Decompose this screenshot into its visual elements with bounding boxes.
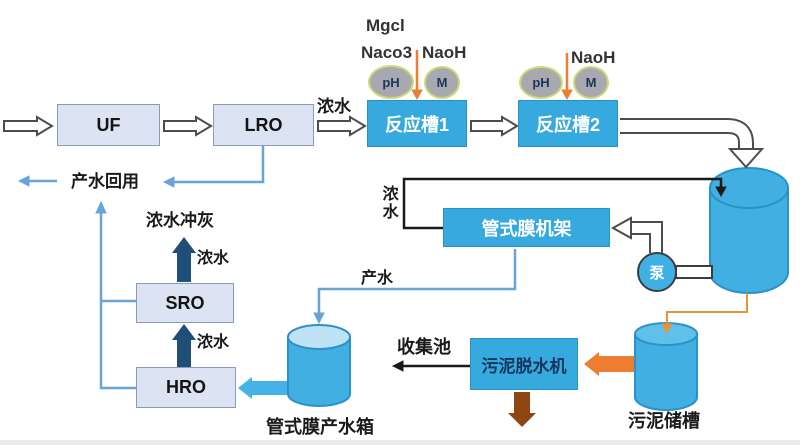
- sludge-dewaterer-box: 污泥脱水机: [470, 338, 578, 390]
- dosing-meter-1: M: [424, 66, 460, 99]
- sro-box: SRO: [136, 283, 234, 323]
- naoh2-label: NaoH: [571, 48, 616, 67]
- ph-meter-1-label: pH: [382, 74, 400, 90]
- ph-meter-1: pH: [368, 65, 414, 99]
- product-reuse-out-arrow: [17, 175, 57, 187]
- hro-to-sro-arrow: [172, 324, 196, 367]
- product-water-label: 产水: [361, 270, 394, 287]
- ph-meter-2-label: pH: [532, 75, 550, 90]
- tank-to-hro-arrow: [238, 377, 287, 399]
- membrane-rack-box: 管式膜机架: [443, 208, 610, 247]
- uf-to-lro-arrow: [163, 115, 213, 137]
- lro-box: LRO: [213, 104, 314, 146]
- lro-to-tank1-arrow: [317, 115, 367, 137]
- product-tank-caption: 管式膜产水箱: [266, 417, 374, 437]
- ph-meter-2: pH: [519, 66, 563, 99]
- dosing-meter-2-label: M: [585, 75, 597, 90]
- membrane-rack-label: 管式膜机架: [481, 218, 572, 239]
- sludge-dewaterer-label: 污泥脱水机: [481, 356, 567, 376]
- tank1-to-tank2-arrow: [470, 115, 519, 137]
- hro-box: HRO: [136, 367, 236, 408]
- lro-label: LRO: [244, 114, 283, 135]
- collection-pool-label: 收集池: [397, 337, 451, 357]
- uf-box: UF: [57, 104, 160, 146]
- dewaterer-discharge-arrow: [508, 392, 536, 427]
- sludge-to-dewaterer-arrow: [584, 352, 634, 376]
- concentrate-in-label: 浓水: [317, 97, 351, 116]
- mgcl-label: Mgcl: [366, 16, 405, 35]
- pump-to-rack-arrow: [610, 216, 663, 253]
- sro-to-ash-arrow: [172, 237, 196, 282]
- sro-label: SRO: [165, 292, 205, 313]
- rack-product-water-line: [313, 249, 517, 325]
- concentrate-sro-label: 浓水: [197, 250, 230, 267]
- reaction-tank2-label: 反应槽2: [535, 114, 600, 135]
- bottom-edge-band: [0, 440, 800, 445]
- sludge-storage-tank: [634, 322, 698, 411]
- pump-label: 泵: [649, 264, 665, 282]
- large-storage-tank: [709, 167, 789, 294]
- tank2-to-storage-arrow: [620, 118, 765, 169]
- reaction-tank1-label: 反应槽1: [384, 114, 449, 135]
- dosing-arrow-tank2: [561, 53, 573, 101]
- ash-flush-label: 浓水冲灰: [146, 211, 214, 230]
- dosing-arrow-tank1: [411, 50, 423, 101]
- sro-hro-product-line: [95, 200, 136, 390]
- reaction-tank2-box: 反应槽2: [518, 100, 618, 147]
- naco3-label: Naco3: [361, 43, 413, 62]
- pump-circle: [637, 252, 677, 292]
- hro-label: HRO: [166, 377, 206, 397]
- feed-in-arrow: [3, 115, 54, 137]
- tank-to-sludge-line: [661, 293, 748, 335]
- lro-product-reuse-line: [162, 146, 265, 188]
- rack-concentrate-return-line: [402, 177, 727, 230]
- product-reuse-label: 产水回用: [71, 172, 139, 191]
- naoh1-label: NaoH: [422, 43, 467, 62]
- product-water-tank: [287, 324, 351, 407]
- tank-to-pump-connector: [675, 265, 713, 279]
- dosing-meter-1-label: M: [436, 75, 448, 90]
- concentrate-hro-label: 浓水: [197, 334, 230, 351]
- concentrate-recycle-label: 浓水: [379, 185, 397, 221]
- collection-pool-arrow: [391, 360, 470, 372]
- dosing-meter-2: M: [573, 66, 609, 99]
- reaction-tank1-box: 反应槽1: [367, 100, 467, 147]
- sludge-tank-caption: 污泥储槽: [628, 411, 700, 431]
- uf-label: UF: [96, 114, 121, 135]
